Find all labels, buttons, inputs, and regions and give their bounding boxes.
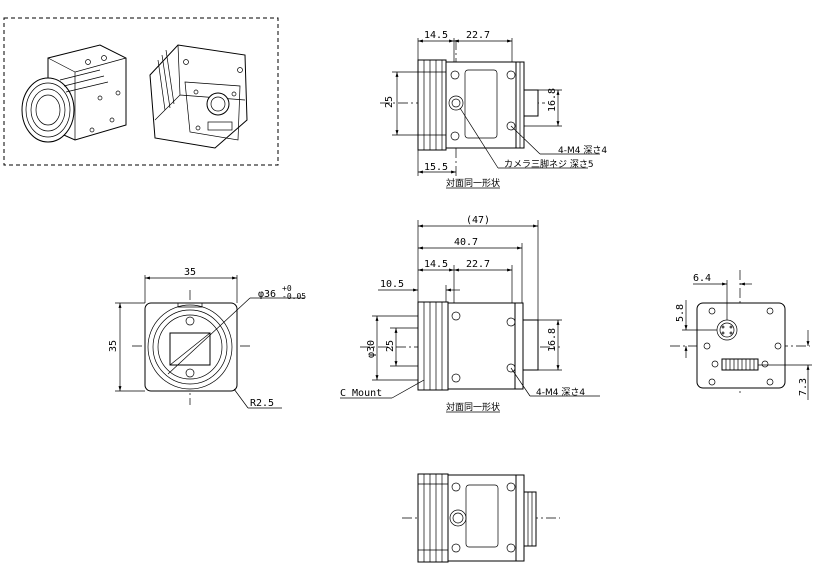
front-radius-label: R2.5: [250, 398, 274, 409]
front-tolerance-lower: -0.05: [282, 292, 306, 301]
top-view: 14.5 22.7 25 16.8 15.5 4-M4 深さ4 カメラ三脚ネジ …: [380, 30, 607, 189]
side-dim-14-5: 14.5: [424, 259, 448, 270]
front-dim-height: 35: [108, 340, 119, 352]
side-dim-10-5: 10.5: [380, 279, 404, 290]
top-dim-15-5: 15.5: [424, 162, 448, 173]
side-dim-25: 25: [385, 340, 396, 352]
rear-dim-5-8: 5.8: [675, 304, 686, 322]
side-mount-label: C Mount: [340, 388, 382, 399]
top-hole-note: 4-M4 深さ4: [558, 145, 607, 156]
side-dim-47: (47): [466, 215, 490, 226]
top-tripod-note: カメラ三脚ネジ 深さ5: [504, 159, 594, 170]
rear-dim-7-3: 7.3: [798, 378, 809, 396]
front-tolerance-upper: +0: [282, 284, 292, 293]
top-dim-25: 25: [384, 96, 395, 108]
front-diameter-label: φ36: [258, 289, 276, 300]
side-dim-16-8: 16.8: [547, 328, 558, 352]
side-hole-note: 4-M4 深さ4: [536, 387, 585, 398]
side-same-shape-note: 対面同一形状: [446, 401, 500, 413]
top-same-shape-note: 対面同一形状: [446, 177, 500, 189]
isometric-frame: [3, 17, 279, 166]
side-dim-30: φ30: [366, 340, 377, 358]
camera-front-3d: [21, 44, 127, 143]
bottom-view: [402, 473, 560, 563]
top-dim-16-8: 16.8: [547, 88, 558, 112]
rear-dim-6-4: 6.4: [693, 273, 711, 284]
side-view: (47) 40.7 14.5 22.7 10.5 φ30 25 16.8 C M…: [340, 215, 600, 413]
side-dim-40-7: 40.7: [454, 237, 478, 248]
top-dim-22-7: 22.7: [466, 30, 490, 41]
side-dim-22-7: 22.7: [466, 259, 490, 270]
front-dim-width: 35: [184, 267, 196, 278]
rear-view: 6.4 5.8 7.3: [670, 270, 812, 400]
front-view: 35 35 φ36 +0 -0.05 R2.5: [108, 267, 306, 409]
isometric-views: [3, 17, 279, 166]
camera-rear-3d: [149, 44, 248, 149]
top-dim-14-5: 14.5: [424, 30, 448, 41]
